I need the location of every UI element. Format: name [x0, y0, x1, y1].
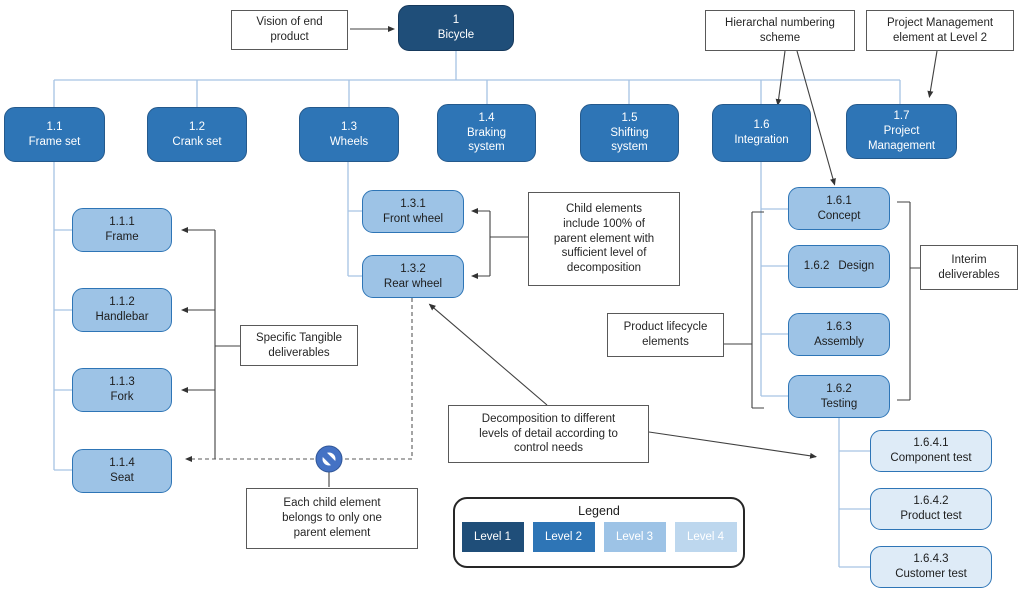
- node-number: 1.1.1: [109, 216, 135, 229]
- node-name: Crank set: [172, 135, 222, 148]
- wbs-node-1-2: 1.2 Crank set: [147, 107, 247, 162]
- wbs-node-1-7: 1.7 Project Management: [846, 104, 957, 159]
- legend-swatch-level1: Level 1: [461, 522, 524, 552]
- node-number: 1.6.1: [826, 194, 852, 207]
- node-name: Handlebar: [95, 311, 149, 323]
- node-name: Wheels: [329, 135, 369, 148]
- node-name: Assembly: [814, 335, 864, 348]
- node-number: 1.1.2: [109, 296, 135, 309]
- node-number: 1.2: [189, 120, 205, 133]
- node-name: Bicycle: [437, 29, 475, 41]
- legend-swatch-level4: Level 4: [674, 522, 737, 552]
- node-name: Seat: [110, 472, 134, 484]
- node-number: 1.4: [478, 111, 495, 124]
- wbs-node-1-1-1: 1.1.1 Frame: [72, 208, 172, 252]
- node-name: Testing: [820, 397, 858, 410]
- no-symbol-icon: [315, 445, 343, 473]
- wbs-node-1-1-4: 1.1.4 Seat: [72, 449, 172, 493]
- legend-swatch-level3: Level 3: [603, 522, 666, 552]
- node-number: 1.3.2: [400, 262, 426, 275]
- node-name: Project Management: [867, 125, 936, 152]
- node-number: 1.6: [753, 119, 770, 132]
- node-name: Braking system: [467, 126, 506, 154]
- wbs-node-1-6-4-1: 1.6.4.1 Component test: [870, 430, 992, 472]
- node-number: 1.7: [893, 110, 910, 123]
- annotation-vision: Vision of end product: [231, 10, 348, 50]
- wbs-node-1-6-4-3: 1.6.4.3 Customer test: [870, 546, 992, 588]
- wbs-node-1-5: 1.5 Shifting system: [580, 104, 679, 162]
- node-name: Component test: [890, 452, 972, 464]
- annotation-lines: [214, 201, 920, 487]
- node-number: 1.6.4.1: [913, 437, 949, 450]
- node-number: 1.5: [621, 111, 638, 124]
- node-name: Product test: [900, 510, 962, 522]
- legend-row: Level 1 Level 2 Level 3 Level 4: [455, 522, 743, 552]
- node-number: 1.1.3: [109, 376, 135, 389]
- annotation-pm-level2: Project Management element at Level 2: [866, 10, 1014, 51]
- wbs-node-1-6-4-2: 1.6.4.2 Product test: [870, 488, 992, 530]
- wbs-node-1-3: 1.3 Wheels: [299, 107, 399, 162]
- annotation-numbering-scheme: Hierarchal numbering scheme: [705, 10, 855, 51]
- node-name: Frame set: [28, 135, 81, 148]
- wbs-node-1-6-1: 1.6.1 Concept: [788, 187, 890, 230]
- annotation-specific-tangible: Specific Tangible deliverables: [240, 325, 358, 366]
- wbs-node-1-1-2: 1.1.2 Handlebar: [72, 288, 172, 332]
- node-number: 1.6.2: [803, 260, 830, 273]
- node-name: Fork: [110, 391, 134, 403]
- node-number: 1.6.4.3: [913, 553, 949, 566]
- annotation-child-elements: Child elements include 100% of parent el…: [528, 192, 680, 286]
- wbs-node-1-6-3: 1.6.3 Assembly: [788, 313, 890, 356]
- node-name: Front wheel: [382, 212, 444, 225]
- annotation-interim-deliverables: Interim deliverables: [920, 245, 1018, 290]
- node-number: 1: [452, 14, 460, 27]
- wbs-node-1-1: 1.1 Frame set: [4, 107, 105, 162]
- wbs-node-1: 1 Bicycle: [398, 5, 514, 51]
- node-number: 1.6.4.2: [913, 495, 949, 508]
- wbs-node-1-1-3: 1.1.3 Fork: [72, 368, 172, 412]
- wbs-node-1-6-2: 1.6.2 Design: [788, 245, 890, 288]
- annotation-decomposition: Decomposition to different levels of det…: [448, 405, 649, 463]
- node-number: 1.3.1: [400, 197, 426, 210]
- node-name: Shifting system: [610, 126, 649, 154]
- wbs-node-1-4: 1.4 Braking system: [437, 104, 536, 162]
- legend: Legend Level 1 Level 2 Level 3 Level 4: [453, 497, 745, 568]
- node-number: 1.1.4: [109, 457, 135, 470]
- node-name: Concept: [817, 209, 861, 222]
- annotation-each-child: Each child element belongs to only one p…: [246, 488, 418, 549]
- node-number: 1.6.2: [826, 382, 852, 395]
- wbs-node-1-6: 1.6 Integration: [712, 104, 811, 162]
- node-number: 1.6.3: [826, 320, 852, 333]
- dashed-invalid-link: [185, 298, 413, 462]
- node-name: Integration: [734, 134, 789, 146]
- node-name: Frame: [105, 231, 139, 243]
- node-name: Design: [838, 260, 875, 273]
- node-number: 1.1: [46, 120, 63, 133]
- legend-title: Legend: [578, 504, 620, 518]
- node-number: 1.3: [341, 120, 357, 133]
- wbs-node-1-6-4-testing: 1.6.2 Testing: [788, 375, 890, 418]
- annotation-product-lifecycle: Product lifecycle elements: [607, 313, 724, 357]
- wbs-node-1-3-1: 1.3.1 Front wheel: [362, 190, 464, 233]
- annotation-arrows: [181, 26, 938, 459]
- node-name: Customer test: [895, 568, 967, 580]
- legend-swatch-level2: Level 2: [532, 522, 595, 552]
- tree-connectors: [53, 51, 901, 568]
- node-name: Rear wheel: [383, 277, 443, 290]
- wbs-node-1-3-2: 1.3.2 Rear wheel: [362, 255, 464, 298]
